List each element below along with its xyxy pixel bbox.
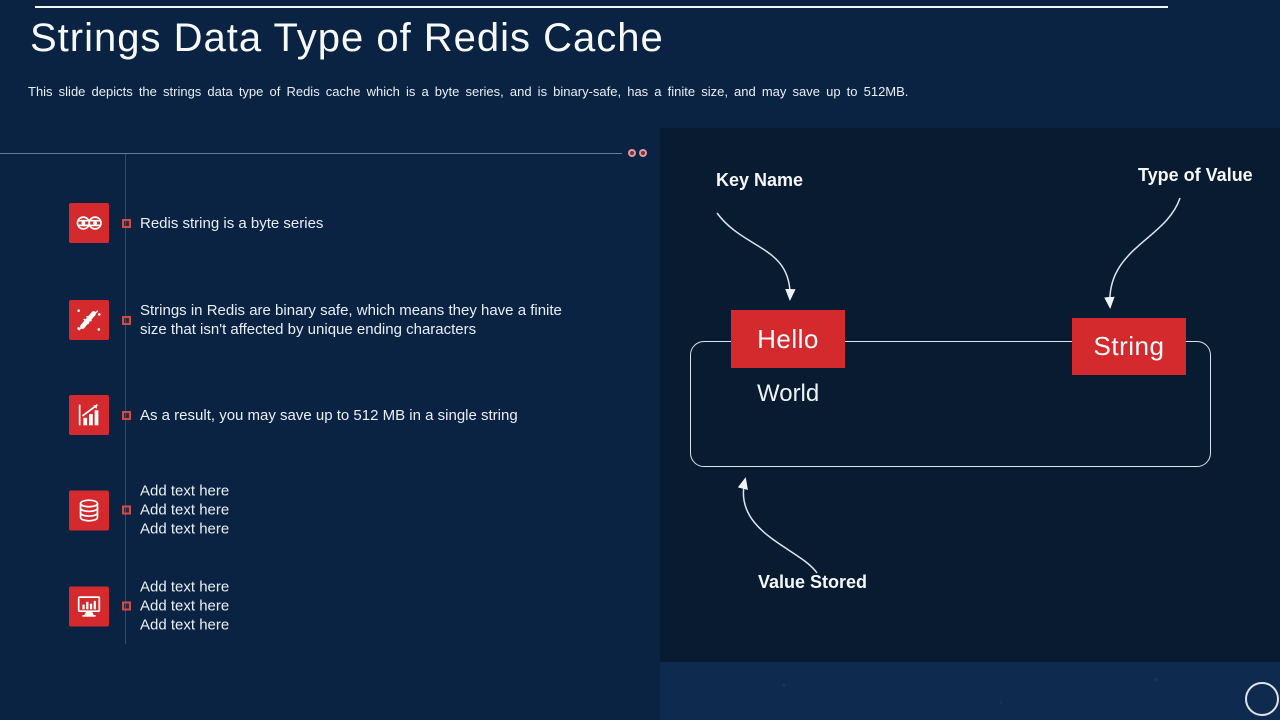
growth-chart-icon [69, 395, 109, 435]
bullet-square [122, 601, 131, 611]
diagram-panel: Key Name Type of Value Hello String Worl… [660, 128, 1280, 662]
bullet-square [122, 505, 131, 515]
page-title: Strings Data Type of Redis Cache [30, 16, 664, 60]
top-divider [35, 6, 1168, 8]
list-vertical-rule [125, 154, 126, 644]
key-name-label: Key Name [716, 170, 804, 190]
list-item: As a result, you may save up to 512 MB i… [69, 395, 518, 435]
bottom-decoration-strip [660, 662, 1280, 720]
diagram-arrows [716, 197, 1181, 574]
needle-thread-icon [69, 300, 109, 340]
database-icon [69, 490, 109, 530]
monitor-chart-icon [69, 586, 109, 626]
value-stored-arrow [737, 477, 818, 574]
bullet-square [122, 218, 131, 228]
slide-subtitle: This slide depicts the strings data type… [28, 84, 909, 99]
type-of-value-label: Type of Value [1138, 165, 1253, 185]
bullet-square [122, 315, 131, 325]
type-of-value-arrow [1104, 197, 1181, 309]
section-divider [0, 153, 622, 154]
list-item-text: As a result, you may save up to 512 MB i… [140, 406, 518, 424]
divider-dot [628, 149, 636, 157]
list-item: Redis string is a byte series [69, 203, 323, 243]
value-stored-label: Value Stored [758, 572, 868, 592]
key-box: Hello [731, 310, 845, 368]
decorative-circle [1245, 682, 1279, 716]
key-name-arrow [716, 212, 796, 301]
divider-dot [639, 149, 647, 157]
list-item-text: Strings in Redis are binary safe, which … [140, 302, 562, 338]
stored-value-text: World [757, 380, 820, 407]
value-container-box [690, 341, 1211, 467]
list-item: Strings in Redis are binary safe, which … [69, 300, 562, 340]
type-box: String [1072, 318, 1186, 375]
list-item-text: Redis string is a byte series [140, 214, 324, 232]
yarn-strings-icon [69, 203, 109, 243]
bullet-square [122, 410, 131, 420]
